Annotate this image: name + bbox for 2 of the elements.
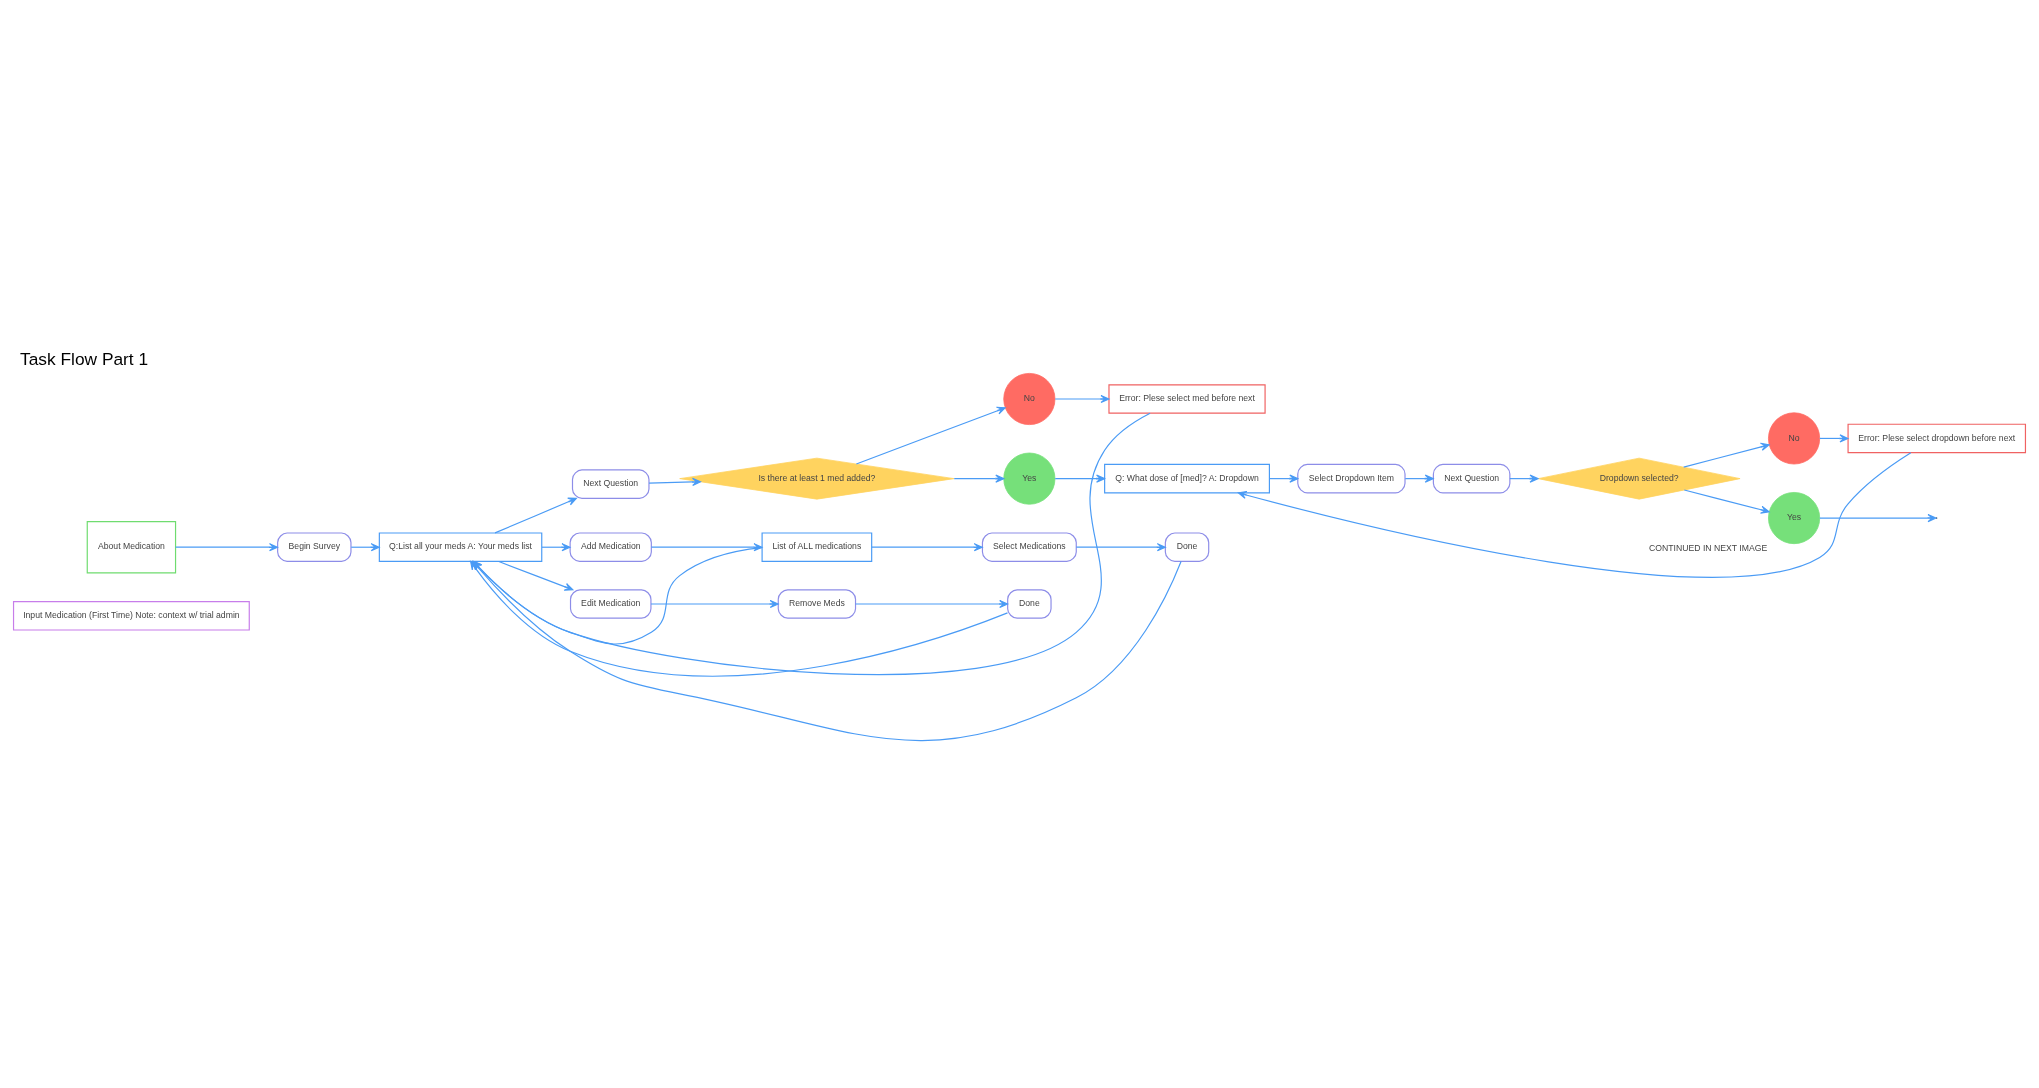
- node-label: CONTINUED IN NEXT IMAGE: [1649, 542, 1768, 553]
- diagram-title: Task Flow Part 1: [20, 348, 149, 369]
